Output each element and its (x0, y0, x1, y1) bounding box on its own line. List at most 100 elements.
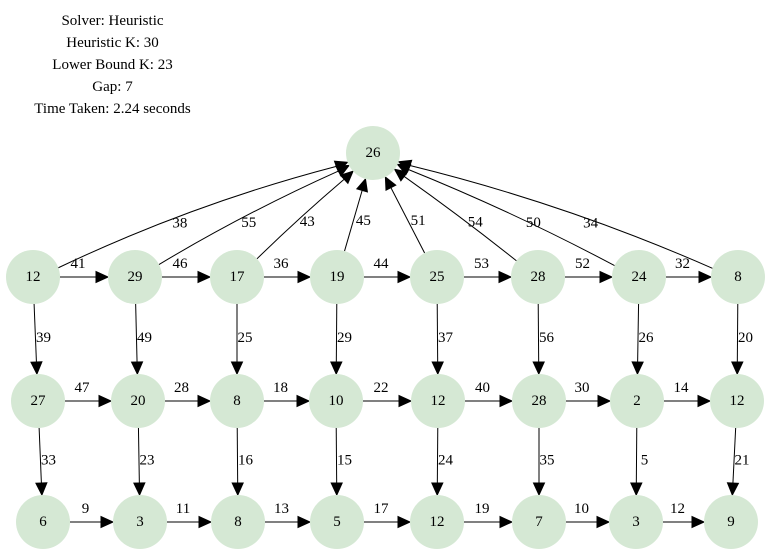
arrowhead-icon (731, 361, 744, 376)
edge-weight-label: 55 (241, 215, 256, 231)
node-label: 28 (531, 269, 546, 285)
edge-weight-label: 33 (41, 453, 56, 469)
node-label: 3 (136, 514, 144, 530)
edge-weight-label: 43 (300, 214, 315, 230)
node-label: 29 (128, 269, 143, 285)
node-circle (612, 250, 666, 304)
edge-r1c2-to-r1c3: 46 (162, 256, 212, 284)
edge-r2c8-to-r3c8: 21 (726, 427, 750, 497)
node-r1c1: 12 (6, 250, 60, 304)
edge-line (403, 176, 517, 262)
arrowhead-icon (630, 482, 643, 497)
node-circle (711, 250, 765, 304)
edge-r1c8-to-r2c8: 20 (731, 303, 753, 376)
node-circle (410, 495, 464, 549)
node-label: 3 (632, 514, 640, 530)
time-taken-line: Time Taken: 2.24 seconds (34, 101, 191, 117)
edge-weight-label: 39 (36, 330, 51, 346)
node-r1c3: 17 (210, 250, 264, 304)
edge-r2c7-to-r3c7: 5 (630, 427, 648, 497)
arrowhead-icon (384, 175, 397, 191)
node-circle (11, 374, 65, 428)
edge-r2c1-to-r3c1: 33 (35, 427, 56, 497)
node-r2c6: 28 (512, 374, 566, 428)
edge-line (408, 169, 615, 267)
edge-weight-label: 13 (274, 501, 289, 517)
edge-r3c5-to-r3c6: 19 (464, 501, 514, 529)
arrowhead-icon (397, 159, 413, 172)
node-r3c2: 3 (113, 495, 167, 549)
edge-weight-label: 45 (356, 213, 371, 229)
edge-line (58, 165, 337, 269)
node-circle (6, 250, 60, 304)
edge-r3c2-to-r3c3: 11 (167, 501, 213, 529)
node-label: 12 (430, 514, 445, 530)
edge-r1c1-to-r1c2: 41 (60, 256, 110, 284)
edge-weight-label: 52 (575, 256, 590, 272)
edge-line (637, 303, 640, 363)
node-r3c7: 3 (609, 495, 663, 549)
arrowhead-icon (698, 270, 713, 284)
edge-weight-label: 28 (174, 380, 189, 396)
solver-summary: Solver: Heuristic Heuristic K: 30 Lower … (0, 10, 225, 120)
node-label: 20 (131, 393, 146, 409)
edge-r2c2-to-r2c3: 28 (165, 380, 212, 408)
lower-bound-k-line: Lower Bound K: 23 (52, 57, 173, 73)
node-label: 24 (632, 269, 648, 285)
edge-r1c5-to-r2c5: 37 (431, 303, 454, 376)
node-circle (346, 126, 400, 180)
node-r3c6: 7 (512, 495, 566, 549)
arrowhead-icon (98, 394, 113, 408)
node-circle (113, 495, 167, 549)
edge-weight-label: 16 (238, 453, 254, 469)
edge-weight-label: 51 (411, 213, 426, 229)
edge-r2c6-to-r2c7: 30 (566, 380, 612, 408)
edge-r3c4-to-r3c5: 17 (364, 501, 412, 529)
node-circle (309, 374, 363, 428)
edge-r2c6-to-r3c6: 35 (532, 428, 555, 497)
edge-r2c3-to-r2c4: 18 (264, 380, 311, 408)
edge-weight-label: 23 (140, 453, 155, 469)
edge-weight-label: 25 (238, 330, 253, 346)
node-circle (211, 495, 265, 549)
edge-line (256, 178, 345, 260)
arrowhead-icon (726, 482, 740, 497)
edge-weight-label: 46 (173, 256, 189, 272)
edge-r1c5-to-root: 51 (384, 175, 426, 254)
arrowhead-icon (30, 361, 43, 376)
node-label: 8 (734, 269, 742, 285)
node-circle (111, 374, 165, 428)
edge-weight-label: 50 (526, 215, 541, 231)
edge-r1c3-to-r1c4: 36 (264, 256, 312, 284)
arrowhead-icon (335, 164, 351, 177)
edge-weight-label: 32 (675, 256, 690, 272)
edge-line (390, 187, 426, 254)
arrowhead-icon (197, 270, 212, 284)
node-circle (610, 374, 664, 428)
edge-r1c4-to-r2c4: 29 (330, 303, 352, 376)
node-circle (410, 250, 464, 304)
edge-r2c1-to-r2c2: 47 (65, 380, 113, 408)
edge-r1c5-to-r1c6: 53 (464, 256, 513, 284)
arrowhead-icon (499, 515, 514, 529)
node-r3c5: 12 (410, 495, 464, 549)
edge-weight-label: 37 (438, 330, 454, 346)
edge-weight-label: 10 (574, 501, 589, 517)
edge-weight-label: 56 (539, 330, 555, 346)
arrowhead-icon (297, 270, 312, 284)
arrowhead-icon (95, 270, 110, 284)
node-circle (310, 495, 364, 549)
edge-weight-label: 34 (583, 216, 599, 232)
arrowhead-icon (296, 394, 311, 408)
arrowhead-icon (597, 394, 612, 408)
arrowhead-icon (631, 361, 644, 376)
edge-weight-label: 36 (274, 256, 290, 272)
node-label: 8 (233, 393, 241, 409)
edge-weight-label: 14 (674, 380, 690, 396)
node-circle (512, 374, 566, 428)
node-label: 9 (727, 514, 735, 530)
node-circle (511, 250, 565, 304)
edge-r1c3-to-root: 43 (256, 170, 354, 260)
